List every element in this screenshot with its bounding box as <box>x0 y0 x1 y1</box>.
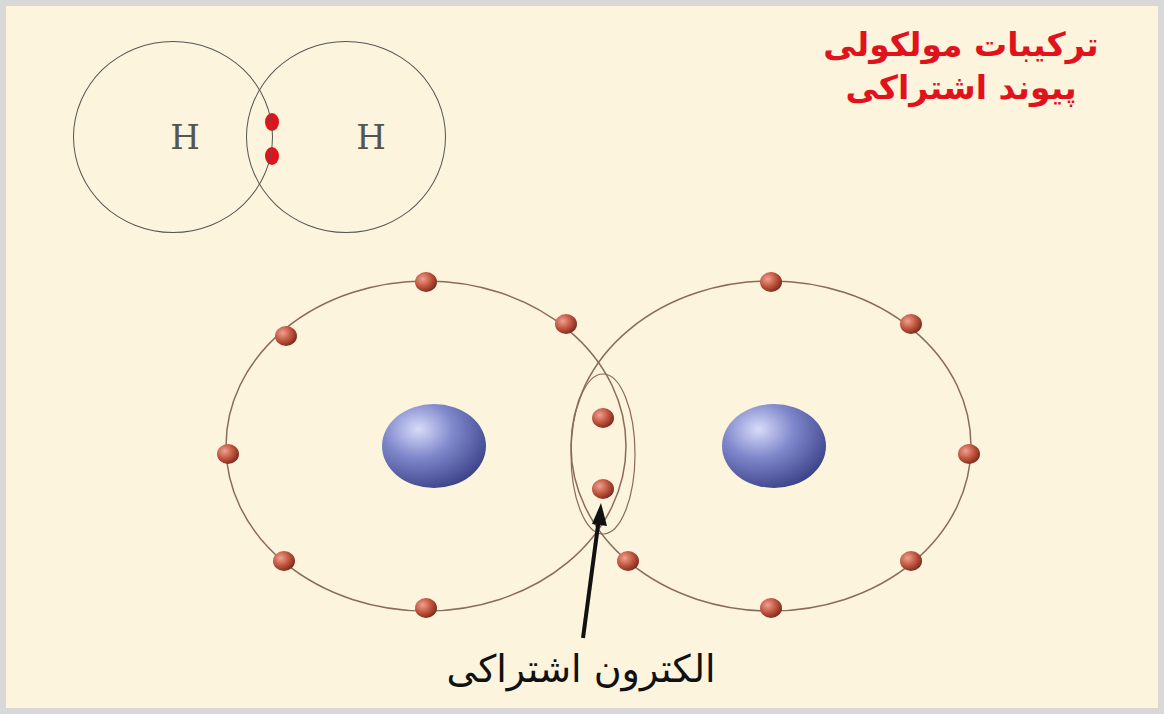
shared-electron-dot <box>265 147 279 165</box>
electron <box>415 598 437 618</box>
shared-region <box>571 374 635 534</box>
electron <box>275 326 297 346</box>
title: ترکیبات مولکولی پیوند اشتراکی <box>796 24 1126 110</box>
nucleus <box>722 404 826 488</box>
shared-electron <box>592 479 614 499</box>
atom-symbol: H <box>170 120 200 154</box>
electron <box>760 272 782 292</box>
electron-shell <box>226 281 626 611</box>
electron <box>900 314 922 334</box>
connector-layer <box>6 6 1164 714</box>
electron <box>273 551 295 571</box>
shared-electron-label: الکترون اشتراکی <box>446 647 715 691</box>
covalent-bond-illustration <box>6 6 1164 714</box>
electron <box>217 444 239 464</box>
electron <box>760 598 782 618</box>
nucleus <box>382 404 486 488</box>
electron <box>555 314 577 334</box>
shared-electron-dot <box>265 113 279 131</box>
atom-symbol: H <box>356 120 386 154</box>
leader-line <box>583 518 599 638</box>
electron <box>617 551 639 571</box>
electron-shell <box>571 281 971 611</box>
atom-circle: H <box>246 41 446 233</box>
atom-circle: H <box>73 41 273 233</box>
shared-electron <box>592 408 614 428</box>
electron <box>900 551 922 571</box>
electron <box>415 272 437 292</box>
electron <box>958 444 980 464</box>
arrow-head <box>592 503 607 526</box>
electrons <box>217 272 980 618</box>
